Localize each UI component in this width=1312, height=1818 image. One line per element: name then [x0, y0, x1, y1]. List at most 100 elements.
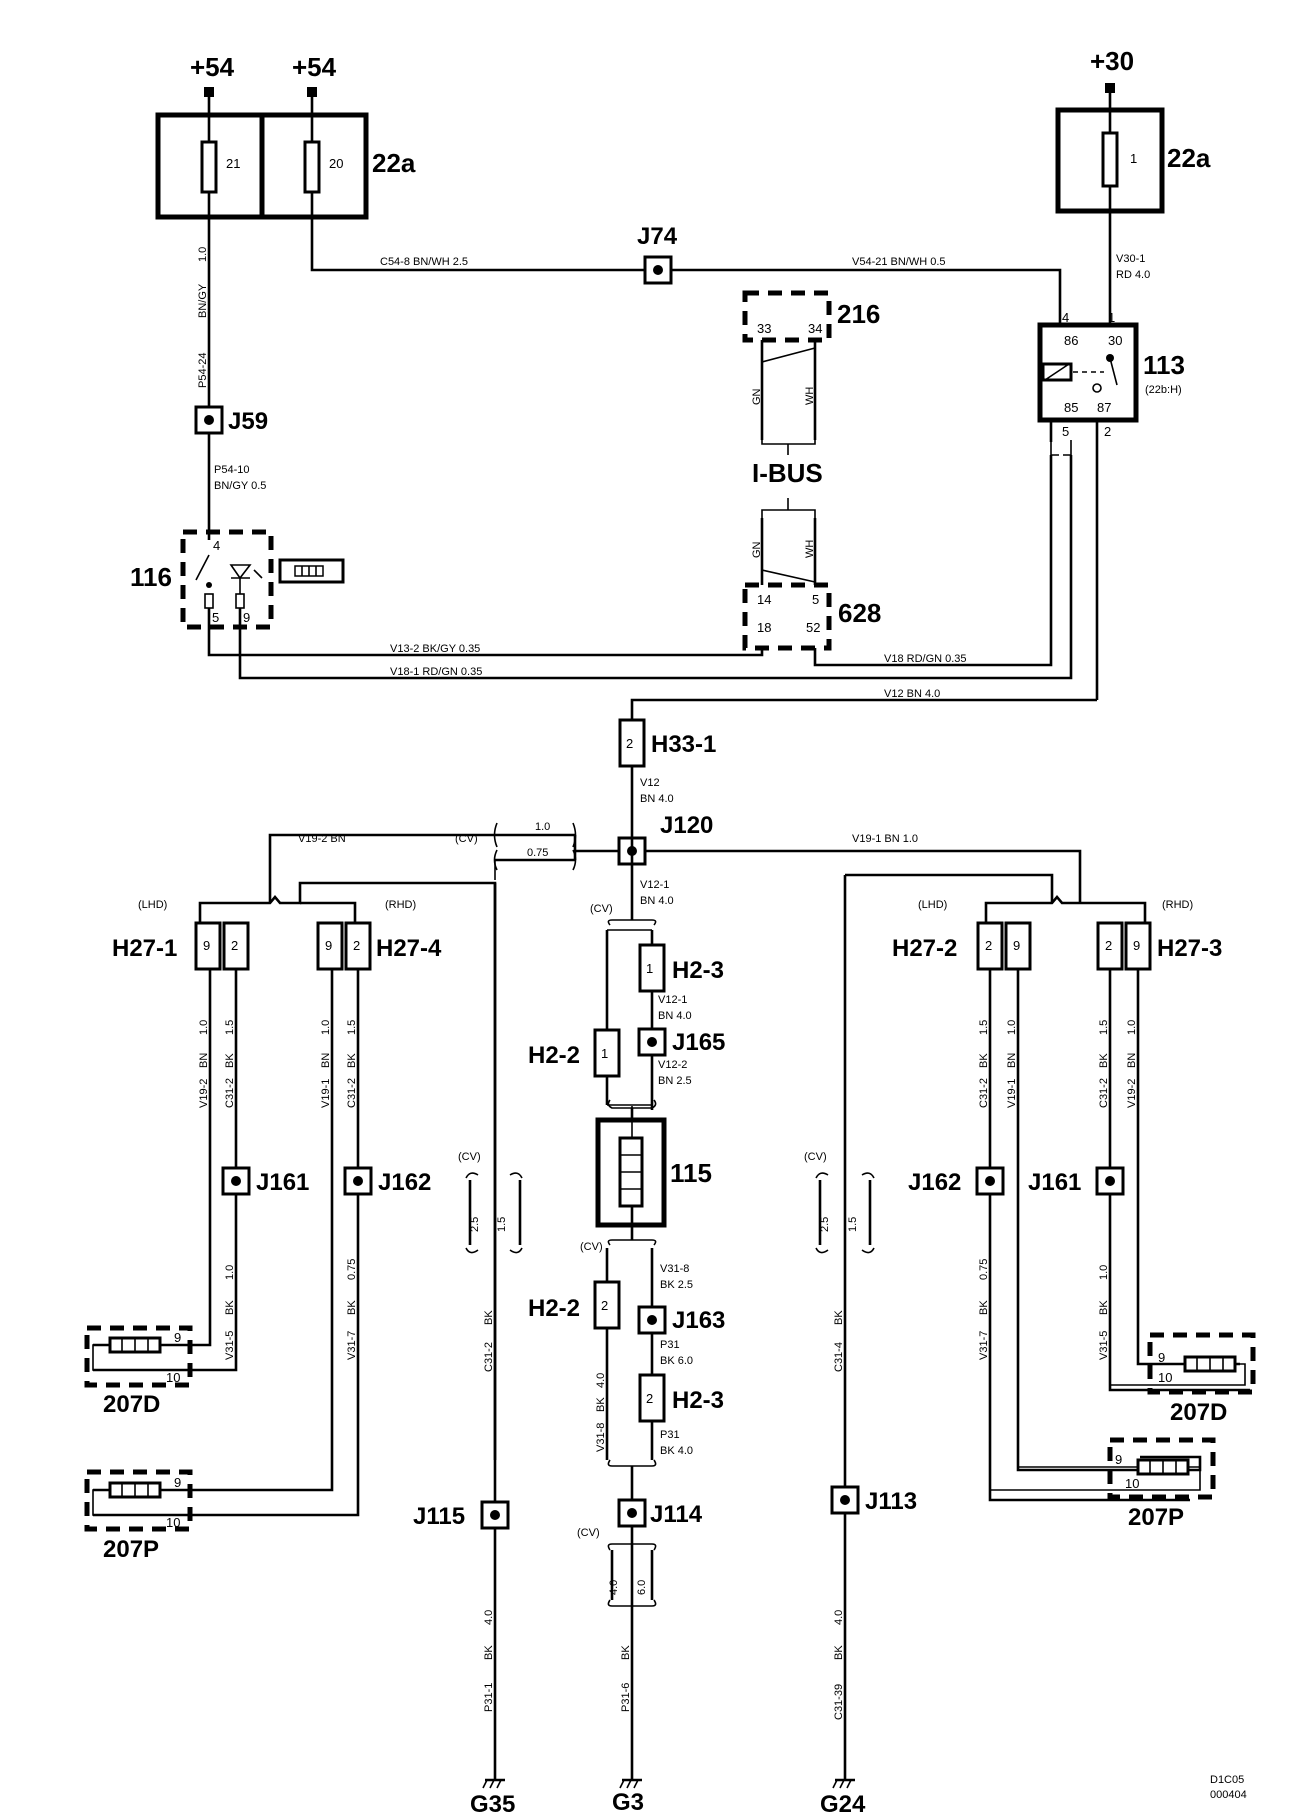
wire-label: P54-24	[197, 353, 209, 388]
wire-label: C31-2	[1098, 1078, 1110, 1108]
diagram-code: 000404	[1210, 1789, 1247, 1801]
supply-terminal-54-a: +54	[190, 52, 235, 97]
junction-label: J161	[1028, 1169, 1081, 1196]
junction-label: J120	[660, 812, 713, 839]
connector-label: H2-3	[672, 957, 724, 984]
switch-pin: 4	[213, 538, 220, 553]
relay-terminal: 2	[1104, 424, 1111, 439]
wire-label: 1.0	[198, 1020, 210, 1035]
wire-label: 6.0	[636, 1580, 648, 1595]
wire-label: V13-2 BK/GY 0.35	[390, 643, 480, 655]
wire-label: WH	[804, 540, 816, 558]
connector-pin: 9	[1133, 938, 1140, 953]
module-pin: 5	[812, 592, 819, 607]
wire-label: BK	[833, 1645, 845, 1660]
wire-label: V31-5	[1098, 1331, 1110, 1360]
wire-label: V18-1 RD/GN 0.35	[390, 666, 482, 678]
wire-label: (RHD)	[385, 899, 416, 911]
heater-pin: 10	[166, 1515, 180, 1530]
connector-h27-2: 2 9 H27-2	[892, 921, 1032, 971]
connector-h27-4: 9 2 H27-4	[316, 921, 442, 971]
connector-pin: 2	[231, 938, 238, 953]
wire-label: 1.0	[535, 821, 550, 833]
supply-terminal-30: +30	[1090, 46, 1134, 93]
wire-label: V19-1 BN 1.0	[852, 833, 918, 845]
relay-pin: 85	[1064, 400, 1078, 415]
connector-label: H27-3	[1157, 935, 1222, 962]
connector-h2-2-bottom: 2 H2-2	[528, 1280, 621, 1330]
wire-label: BN	[320, 1053, 332, 1068]
fuse-box-22a-left: 21 20 22a	[155, 112, 416, 220]
junction-j163: J163	[637, 1305, 725, 1335]
heater-pin: 9	[1158, 1350, 1165, 1365]
wire-label: V31-7	[978, 1331, 990, 1360]
relay-terminal: 5	[1062, 424, 1069, 439]
wire-label: P31-6	[620, 1683, 632, 1712]
junction-label: J74	[637, 223, 678, 250]
wire-label: C31-2	[224, 1078, 236, 1108]
wire-label: 2.5	[819, 1217, 831, 1232]
wire-label: (LHD)	[138, 899, 167, 911]
switch-pin: 9	[243, 610, 250, 625]
wire-label: P31	[660, 1429, 680, 1441]
wire-label: BK 6.0	[660, 1355, 693, 1367]
wire-label: (CV)	[590, 903, 613, 915]
wire-label: C54-8 BN/WH 2.5	[380, 256, 468, 268]
junction-j162-right: J162	[908, 1166, 1005, 1196]
junction-label: J113	[865, 1488, 917, 1515]
wire-label: P54-10	[214, 464, 249, 476]
seat-heater-207d-left: 9 10 207D	[84, 1325, 210, 1418]
module-216: 33 34 216	[742, 290, 880, 343]
wire-label: 1.0	[1126, 1020, 1138, 1035]
module-label: 628	[838, 598, 881, 628]
connector-pin: 2	[626, 736, 633, 751]
heater-label: 207P	[1128, 1504, 1184, 1531]
supply-label: +54	[292, 52, 337, 82]
module-pin: 14	[757, 592, 771, 607]
module-pin: 34	[808, 321, 822, 336]
connector-pin: 1	[646, 961, 653, 976]
wire-label: P31	[660, 1339, 680, 1351]
junction-j114: J114	[617, 1498, 703, 1528]
wire-label: 0.75	[346, 1259, 358, 1280]
connector-h2-3-top: 1 H2-3	[638, 943, 724, 993]
wire-label: BK	[978, 1300, 990, 1315]
wire-label: BK 4.0	[660, 1445, 693, 1457]
wire-label: 1.5	[978, 1020, 990, 1035]
wire-label: (CV)	[580, 1241, 603, 1253]
fuse-box-22a-right: 1 22a	[1055, 107, 1211, 214]
connector-label: H33-1	[651, 731, 716, 758]
wire-label: (CV)	[455, 833, 478, 845]
junction-j115: J115	[413, 1500, 510, 1530]
connector-label: H27-2	[892, 935, 957, 962]
module-628: 14 5 18 52 628	[742, 582, 881, 651]
wire-label: V30-1	[1116, 253, 1145, 265]
relay-113: 86 30 85 87 4 1 5 2 113 (22b:H)	[1037, 310, 1185, 439]
wire-label: BK	[224, 1053, 236, 1068]
component-label: 115	[670, 1158, 712, 1188]
wire-label: 1.0	[224, 1265, 236, 1280]
wire-label: V12-2	[658, 1059, 687, 1071]
relay-pin: 87	[1097, 400, 1111, 415]
wire-label: RD 4.0	[1116, 269, 1150, 281]
connector-label: H2-2	[528, 1295, 580, 1322]
wire-label: 1.5	[224, 1020, 236, 1035]
junction-label: J163	[672, 1307, 725, 1334]
wire-label: 1.5	[1098, 1020, 1110, 1035]
heater-pin: 9	[174, 1330, 181, 1345]
wire-label: BN 4.0	[640, 793, 674, 805]
wire-label: BK	[1098, 1300, 1110, 1315]
wire-label: V19-1	[1006, 1079, 1018, 1108]
wire-label: (LHD)	[918, 899, 947, 911]
wire-label: V31-7	[346, 1331, 358, 1360]
wire-label: 1.0	[1006, 1020, 1018, 1035]
fuse-number: 20	[329, 156, 343, 171]
connector-pin: 9	[203, 938, 210, 953]
module-label: 216	[837, 299, 880, 329]
relay-terminal: 1	[1108, 310, 1115, 325]
heater-label: 207D	[103, 1391, 160, 1418]
wire-label: C31-39	[833, 1684, 845, 1720]
wire-label: 0.75	[527, 847, 548, 859]
wire-label: V18 RD/GN 0.35	[884, 653, 967, 665]
heater-pin: 9	[174, 1475, 181, 1490]
